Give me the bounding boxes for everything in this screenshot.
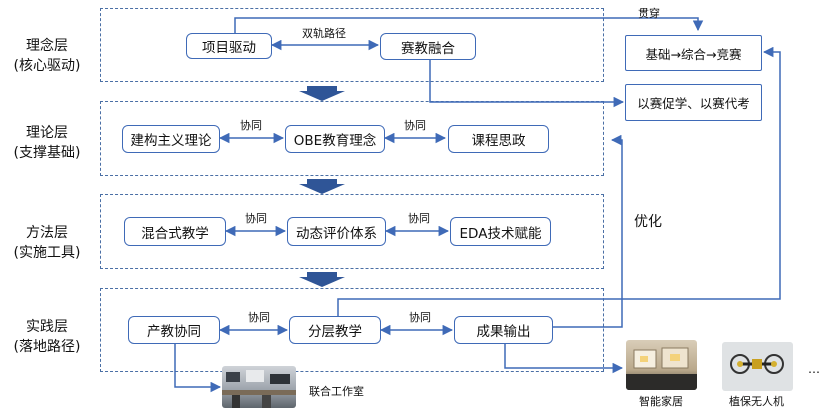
edge-label-optimize: 优化 bbox=[634, 214, 662, 230]
edge-label-collab: 协同 bbox=[240, 119, 262, 132]
node-eda: EDA技术赋能 bbox=[450, 217, 551, 246]
layer-subtitle: (核心驱动) bbox=[13, 58, 81, 74]
node-label: 分层教学 bbox=[308, 324, 362, 340]
drone-caption: 植保无人机 bbox=[729, 395, 784, 408]
layer-box-concept bbox=[100, 8, 604, 82]
node-competition-integration: 赛教融合 bbox=[380, 33, 476, 60]
layer-label-concept: 理念层 (核心驱动) bbox=[2, 36, 92, 76]
node-promote: 以赛促学、以赛代考 bbox=[625, 84, 762, 121]
layer-subtitle: (支撑基础) bbox=[13, 145, 81, 161]
edge-label-collab: 协同 bbox=[409, 311, 431, 324]
node-label: 基础→综合→竞赛 bbox=[645, 46, 742, 62]
node-industry-edu: 产教协同 bbox=[128, 316, 220, 344]
studio-illustration bbox=[222, 370, 296, 408]
edge-label-collab: 协同 bbox=[248, 311, 270, 324]
node-constructivism: 建构主义理论 bbox=[122, 125, 220, 153]
layer-subtitle: (落地路径) bbox=[13, 339, 81, 355]
node-obe: OBE教育理念 bbox=[285, 125, 385, 153]
node-label: 建构主义理论 bbox=[130, 133, 212, 149]
smart-home-caption: 智能家居 bbox=[639, 395, 683, 408]
edge-label-collab: 协同 bbox=[404, 119, 426, 132]
edge-label-collab: 协同 bbox=[245, 212, 267, 225]
node-label: 赛教融合 bbox=[401, 40, 455, 57]
edge-label-through: 贯穿 bbox=[638, 7, 660, 20]
drone-illustration bbox=[730, 354, 784, 374]
layer-title: 实践层 bbox=[26, 319, 68, 335]
node-label: EDA技术赋能 bbox=[459, 225, 542, 242]
edge-label-dual-track: 双轨路径 bbox=[302, 27, 346, 40]
node-project-driven: 项目驱动 bbox=[186, 33, 272, 59]
node-tiered: 分层教学 bbox=[289, 316, 381, 344]
edge-label-collab: 协同 bbox=[408, 212, 430, 225]
layer-label-practice: 实践层 (落地路径) bbox=[2, 317, 92, 357]
node-label: 动态评价体系 bbox=[296, 225, 377, 242]
node-output: 成果输出 bbox=[454, 316, 553, 344]
smart-home-illustration bbox=[626, 347, 697, 390]
node-ideological: 课程思政 bbox=[448, 125, 549, 153]
layer-title: 方法层 bbox=[26, 225, 68, 241]
layer-title: 理论层 bbox=[26, 125, 68, 141]
node-label: 课程思政 bbox=[471, 133, 526, 149]
drone-photo bbox=[722, 342, 793, 391]
studio-caption: 联合工作室 bbox=[309, 385, 364, 398]
node-label: 成果输出 bbox=[476, 324, 531, 340]
node-pipeline: 基础→综合→竞赛 bbox=[625, 35, 762, 71]
layer-title: 理念层 bbox=[26, 38, 68, 54]
studio-photo bbox=[222, 366, 296, 408]
layer-label-method: 方法层 (实施工具) bbox=[2, 223, 92, 263]
node-label: 混合式教学 bbox=[141, 225, 209, 242]
node-dynamic-eval: 动态评价体系 bbox=[287, 217, 386, 246]
node-label: OBE教育理念 bbox=[293, 133, 377, 149]
layer-subtitle: (实施工具) bbox=[13, 245, 81, 261]
node-blended: 混合式教学 bbox=[124, 217, 226, 246]
smart-home-photo bbox=[626, 340, 697, 390]
more-ellipsis: … bbox=[808, 362, 820, 376]
layer-label-theory: 理论层 (支撑基础) bbox=[2, 123, 92, 163]
node-label: 产教协同 bbox=[147, 324, 201, 340]
node-label: 以赛促学、以赛代考 bbox=[637, 96, 750, 111]
node-label: 项目驱动 bbox=[202, 40, 256, 56]
